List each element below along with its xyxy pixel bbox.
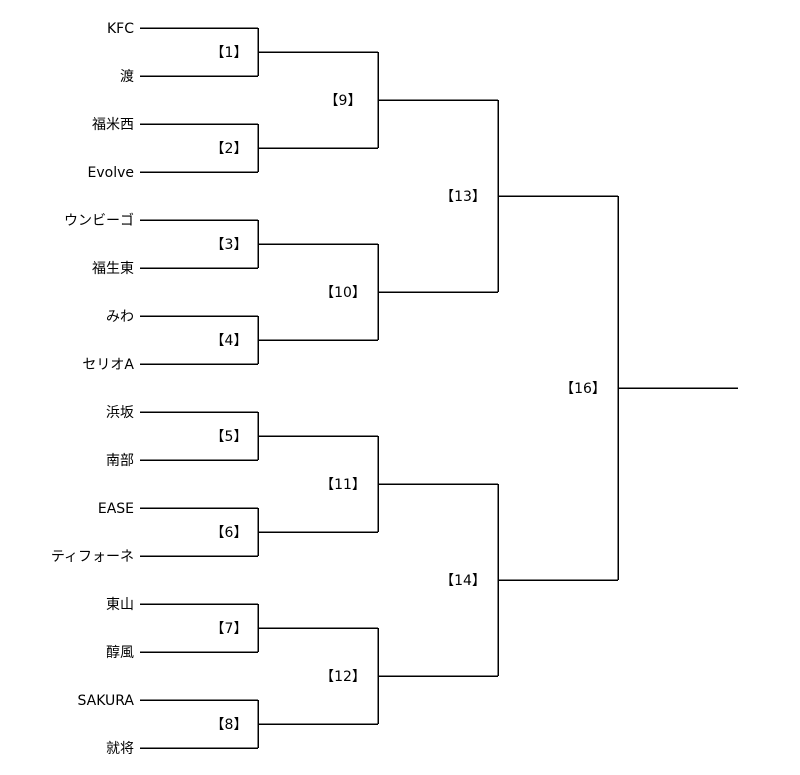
match-label-r1: 【4】 [211, 333, 248, 349]
team-name: ティフォーネ [51, 549, 134, 565]
match-label-r1: 【8】 [211, 717, 248, 733]
team-name: 醇風 [106, 644, 134, 661]
match-label-r1: 【5】 [211, 429, 248, 445]
team-name: ウンビーゴ [64, 212, 134, 229]
match-label-r2: 【12】 [320, 669, 366, 685]
match-label-r1: 【3】 [211, 237, 248, 253]
team-name: みわ [106, 309, 134, 325]
team-name: 福米西 [92, 117, 134, 133]
team-name: 就将 [106, 741, 134, 757]
team-name: KFC [107, 21, 134, 37]
match-label-r1: 【1】 [211, 45, 248, 61]
match-labels: 【1】 【2】 【3】 【4】 【5】 【6】 【7】 【8】 【9】 【10】… [211, 45, 606, 733]
team-name: 東山 [106, 597, 134, 613]
match-label-r2: 【10】 [320, 285, 366, 301]
team-name: 福生東 [92, 261, 134, 277]
match-label-r3: 【14】 [440, 573, 486, 589]
match-label-r3: 【13】 [440, 189, 486, 205]
team-name: EASE [98, 501, 134, 517]
match-label-final: 【16】 [560, 381, 606, 397]
team-name: セリオA [82, 357, 134, 373]
team-name: SAKURA [77, 693, 134, 709]
match-label-r1: 【7】 [211, 621, 248, 637]
team-list: KFC 渡 福米西 Evolve ウンビーゴ 福生東 みわ セリオA 浜坂 南部… [51, 21, 135, 757]
team-name: Evolve [88, 165, 134, 181]
team-name: 渡 [120, 69, 134, 85]
team-name: 南部 [106, 453, 134, 469]
bracket-lines [140, 27, 738, 749]
match-label-r2: 【11】 [320, 477, 366, 493]
match-label-r1: 【6】 [211, 525, 248, 541]
match-label-r1: 【2】 [211, 141, 248, 157]
match-label-r2: 【9】 [325, 93, 362, 109]
team-name: 浜坂 [106, 405, 134, 421]
